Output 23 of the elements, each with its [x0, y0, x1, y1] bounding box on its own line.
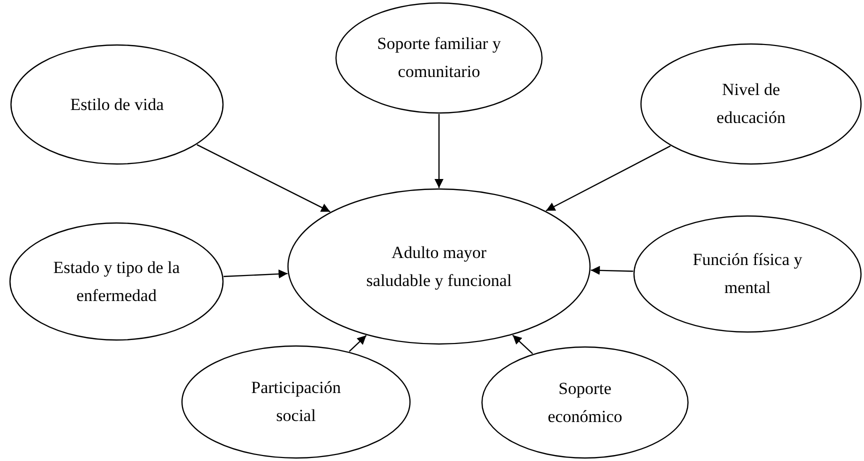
arrow — [224, 269, 288, 278]
node-label: Función física y mental — [692, 249, 804, 299]
arrow — [546, 145, 671, 212]
node-label: Participación social — [250, 377, 342, 427]
arrow — [196, 144, 330, 212]
ellipse-node — [335, 2, 543, 114]
arrow — [590, 266, 634, 275]
node-label: Estado y tipo de la enfermedad — [52, 256, 181, 306]
node-label: Soporte familiar y comunitario — [376, 33, 502, 83]
arrow — [512, 334, 534, 354]
ellipse-node — [633, 215, 862, 333]
arrow — [434, 114, 444, 188]
ellipse-node — [181, 345, 411, 459]
node-label: Adulto mayor saludable y funcional — [365, 242, 513, 292]
ellipse-node — [10, 44, 224, 165]
node-label: Nivel de educación — [716, 79, 786, 129]
node-label: Soporte económico — [546, 378, 624, 428]
ellipse-node — [9, 222, 224, 341]
ellipse-node — [287, 188, 591, 345]
node-label: Estilo de vida — [70, 94, 164, 116]
arrow — [348, 334, 367, 352]
ellipse-node — [640, 43, 862, 165]
ellipse-node — [481, 346, 689, 459]
